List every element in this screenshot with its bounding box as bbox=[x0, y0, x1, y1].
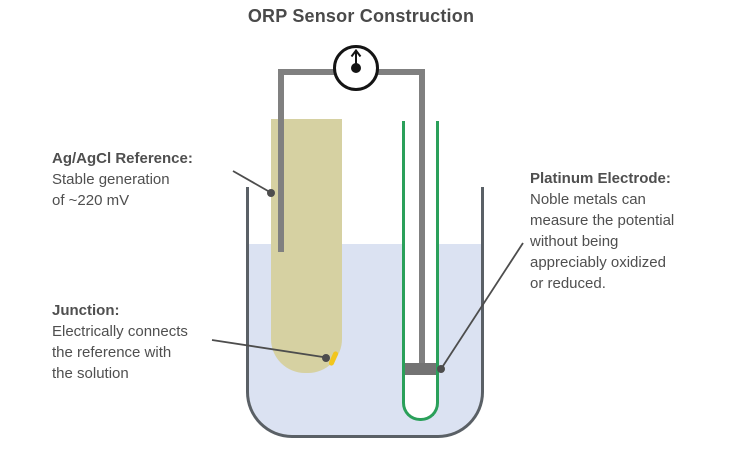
wire-platinum bbox=[419, 69, 425, 366]
label-junction: Junction: Electrically connects the refe… bbox=[52, 300, 272, 384]
label-junction-line: Electrically connects bbox=[52, 323, 188, 340]
label-platinum-line: Noble metals can bbox=[530, 191, 646, 208]
label-reference-line: of ~220 mV bbox=[52, 192, 130, 209]
label-reference-heading: Ag/AgCl Reference: bbox=[52, 150, 193, 167]
label-platinum-heading: Platinum Electrode: bbox=[530, 170, 671, 187]
beaker-outline bbox=[246, 187, 484, 438]
label-platinum-line: or reduced. bbox=[530, 275, 606, 292]
label-platinum-electrode: Platinum Electrode: Noble metals can mea… bbox=[530, 168, 720, 294]
label-junction-heading: Junction: bbox=[52, 302, 120, 319]
label-reference-electrode: Ag/AgCl Reference: Stable generation of … bbox=[52, 148, 252, 211]
voltmeter-gauge-icon bbox=[332, 44, 380, 92]
wire-reference bbox=[278, 69, 284, 252]
label-platinum-line: appreciably oxidized bbox=[530, 254, 666, 271]
label-platinum-line: without being bbox=[530, 233, 619, 250]
platinum-band bbox=[405, 363, 436, 375]
label-reference-line: Stable generation bbox=[52, 171, 170, 188]
label-junction-line: the reference with bbox=[52, 344, 172, 361]
label-platinum-line: measure the potential bbox=[530, 212, 675, 229]
voltmeter-svg bbox=[333, 45, 379, 91]
label-junction-line: the solution bbox=[52, 365, 129, 382]
diagram-title: ORP Sensor Construction bbox=[247, 6, 475, 26]
